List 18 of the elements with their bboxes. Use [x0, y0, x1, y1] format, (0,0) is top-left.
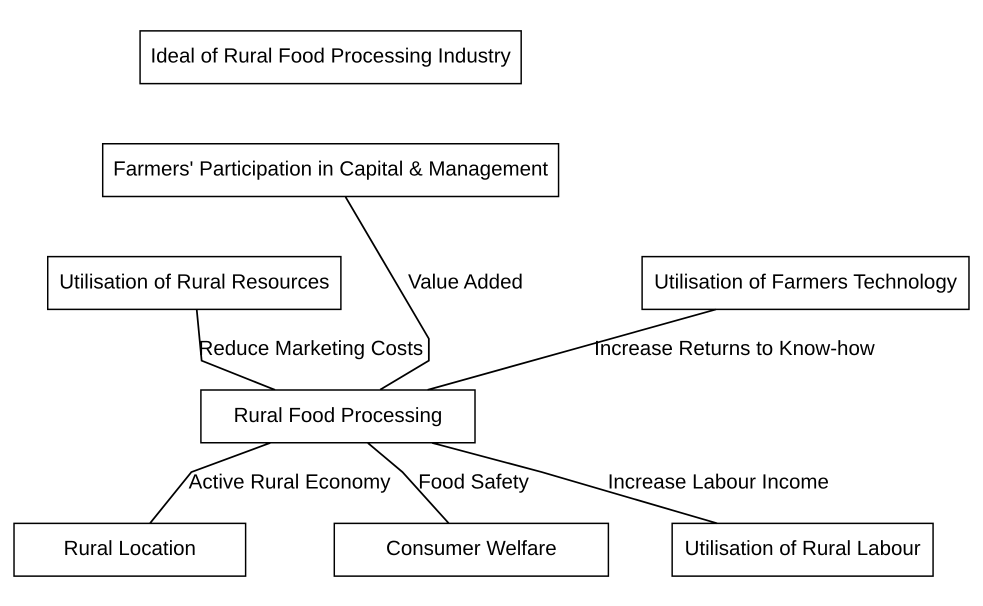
node-box: Consumer Welfare [334, 522, 610, 576]
edge-label: Food Safety [418, 470, 529, 493]
node-box: Utilisation of Rural Resources [47, 255, 342, 310]
edge-label: Active Rural Economy [188, 470, 390, 493]
edge-label: Increase Returns to Know-how [594, 336, 875, 360]
connector [432, 442, 718, 524]
node-box: Ideal of Rural Food Processing Industry [139, 30, 522, 84]
edge-label: Value Added [408, 270, 523, 293]
edge-label: Increase Labour Income [608, 470, 829, 493]
connector [367, 442, 450, 524]
node-box: Utilisation of Farmers Technology [641, 255, 970, 310]
node-box: Rural Location [13, 522, 246, 576]
node-box: Farmers' Participation in Capital & Management [102, 142, 560, 197]
connector [427, 308, 716, 390]
connector [149, 442, 271, 524]
node-box: Rural Food Processing [200, 388, 476, 443]
node-box: Utilisation of Rural Labour [671, 522, 934, 576]
connector [344, 196, 430, 390]
